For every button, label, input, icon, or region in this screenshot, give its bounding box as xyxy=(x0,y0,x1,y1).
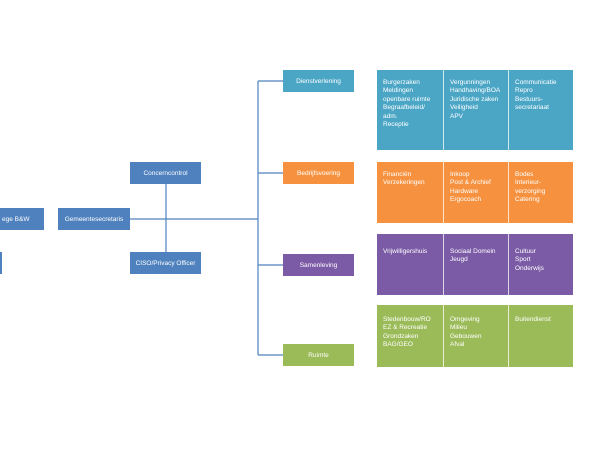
unit-item: Catering xyxy=(515,196,540,204)
unit-item: Vergunningen xyxy=(450,79,491,86)
unit-item: Milieu xyxy=(450,324,467,332)
dept-panel-ruimte: Stedenbouw/RO EZ & Recreatie Grondzaken … xyxy=(377,305,573,367)
unit-item: Omgeving xyxy=(450,316,480,323)
dept-header-label: Ruimte xyxy=(308,351,329,359)
unit-item: Begraafbeleid/ adm. xyxy=(383,104,425,120)
ciso-box: CISO/Privacy Officer xyxy=(130,252,201,274)
unit-column: Financiën Verzekeringen xyxy=(377,162,443,223)
college-stub-bar xyxy=(0,252,2,274)
unit-item: Gebouwen xyxy=(450,332,482,340)
unit-item: Burgerzaken xyxy=(383,79,420,86)
dept-header-ruimte: Ruimte xyxy=(283,344,354,366)
unit-column: Vergunningen Handhaving/BOA Juridische z… xyxy=(443,70,508,150)
unit-item: Communicatie xyxy=(515,79,557,86)
unit-item: Inkoop xyxy=(450,171,470,178)
ciso-label: CISO/Privacy Officer xyxy=(135,259,196,267)
unit-item: APV xyxy=(450,112,464,120)
dept-header-label: Bedrijfsvoering xyxy=(297,169,340,177)
dept-panel-dienstverlening: Burgerzaken Meldingen openbare ruimte Be… xyxy=(377,70,573,150)
unit-column: Inkoop Post & Archief Hardware Ergocoach xyxy=(443,162,508,223)
unit-column: Vrijwilligershuis xyxy=(377,234,443,295)
unit-item: Financiën xyxy=(383,171,412,178)
unit-column: Buitendienst xyxy=(508,305,573,367)
unit-item: Veiligheid xyxy=(450,104,478,112)
unit-item: Receptie xyxy=(383,121,409,129)
unit-item: BAG/GEO xyxy=(383,341,413,349)
unit-item: Buitendienst xyxy=(515,316,551,323)
unit-item: Afval xyxy=(450,341,465,349)
unit-item: Cultuur xyxy=(515,248,536,255)
unit-item: Ergocoach xyxy=(450,196,482,204)
unit-item: Post & Archief xyxy=(450,179,491,187)
unit-column: Burgerzaken Meldingen openbare ruimte Be… xyxy=(377,70,443,150)
unit-item: Verzekeringen xyxy=(383,179,425,187)
unit-column: Sociaal Domein Jeugd xyxy=(443,234,508,295)
concerncontrol-box: Concerncontrol xyxy=(130,162,201,184)
unit-column: Cultuur Sport Onderwijs xyxy=(508,234,573,295)
unit-item: Grondzaken xyxy=(383,332,419,340)
dept-panel-samenleving: Vrijwilligershuis Sociaal Domein Jeugd C… xyxy=(377,234,573,295)
college-label: ege B&W xyxy=(2,215,30,223)
unit-item: EZ & Recreatie xyxy=(383,324,428,332)
unit-item: Onderwijs xyxy=(515,264,544,272)
unit-column: Communicatie Repro Bestuurs-secretariaat xyxy=(508,70,573,150)
unit-item: Sociaal Domein xyxy=(450,248,496,255)
college-box: ege B&W xyxy=(0,208,44,230)
dept-header-label: Dienstverlening xyxy=(296,77,341,85)
unit-item: Hardware xyxy=(450,187,479,195)
dept-header-bedrijfsvoering: Bedrijfsvoering xyxy=(283,162,354,184)
dept-header-label: Samenleving xyxy=(299,261,338,269)
unit-item: Juridische zaken xyxy=(450,95,499,103)
unit-item: Sport xyxy=(515,256,531,264)
unit-item: Vrijwilligershuis xyxy=(383,248,428,255)
unit-item: Interieur-verzorging xyxy=(515,179,546,195)
unit-item: Repro xyxy=(515,87,533,95)
gemeentesecretaris-label: Gemeentesecretaris xyxy=(64,215,124,223)
unit-item: Jeugd xyxy=(450,256,468,264)
dept-panel-bedrijfsvoering: Financiën Verzekeringen Inkoop Post & Ar… xyxy=(377,162,573,223)
unit-item: Bodes xyxy=(515,171,534,178)
dept-header-dienstverlening: Dienstverlening xyxy=(283,70,354,92)
unit-column: Omgeving Milieu Gebouwen Afval xyxy=(443,305,508,367)
unit-column: Bodes Interieur-verzorging Catering xyxy=(508,162,573,223)
unit-item: Stedenbouw/RO xyxy=(383,316,431,323)
dept-header-samenleving: Samenleving xyxy=(283,254,354,276)
unit-column: Stedenbouw/RO EZ & Recreatie Grondzaken … xyxy=(377,305,443,367)
unit-item: Bestuurs-secretariaat xyxy=(515,95,549,112)
unit-item: Handhaving/BOA xyxy=(450,87,501,95)
unit-item: Meldingen openbare ruimte xyxy=(383,87,431,103)
gemeentesecretaris-box: Gemeentesecretaris xyxy=(58,208,130,230)
concerncontrol-label: Concerncontrol xyxy=(143,169,188,177)
